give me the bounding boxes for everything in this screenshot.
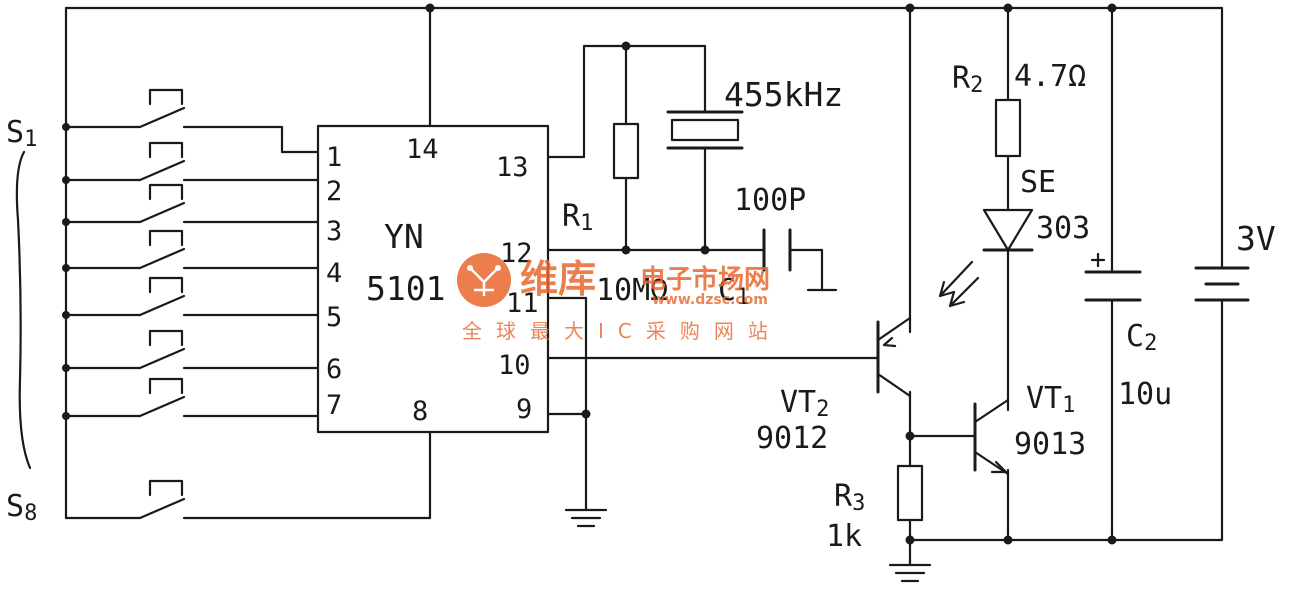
- switch-s6: [138, 329, 186, 370]
- switch-s1: [138, 88, 186, 129]
- wiring: [64, 6, 1224, 567]
- switch-bank: [15, 88, 186, 520]
- transistor-vt1: [973, 398, 1010, 476]
- resistor-r2: [994, 98, 1022, 158]
- resistor-r1: [612, 122, 640, 180]
- ic-pin-3: 3: [326, 216, 342, 247]
- capacitor-c2: [1084, 252, 1142, 302]
- ground-symbol-ic: [564, 508, 608, 528]
- watermark-site-cn: 电子市场网: [640, 264, 770, 295]
- watermark-logo: [457, 253, 511, 307]
- c2-label: C2: [1126, 319, 1157, 356]
- resistor-r3: [896, 464, 924, 522]
- switch-first-label: S1: [6, 115, 37, 152]
- vt2-label: VT2: [780, 385, 829, 422]
- led-se303: [982, 208, 1034, 252]
- ic-pin-8: 8: [412, 396, 428, 427]
- switch-last-label: S8: [6, 489, 37, 526]
- junction-dots: [62, 3, 1117, 545]
- r3-label: R3: [834, 479, 865, 516]
- ic-pin-7: 7: [326, 390, 342, 421]
- c2-value: 10u: [1118, 377, 1172, 412]
- battery-voltage: 3V: [1236, 219, 1276, 258]
- resonator-455khz: [666, 110, 744, 150]
- switch-range-bracket: [15, 150, 32, 470]
- ic-pin-4: 4: [326, 258, 342, 289]
- ic-pin-10: 10: [498, 350, 531, 381]
- ic-pin-13: 13: [496, 152, 529, 183]
- vt1-part: 9013: [1014, 427, 1086, 462]
- ic-pin-2: 2: [326, 176, 342, 207]
- switch-s3: [138, 183, 186, 224]
- capacitor-c1: [762, 228, 792, 272]
- transistor-vt2: [876, 316, 912, 398]
- led-label: SE: [1020, 165, 1056, 200]
- switch-s4: [138, 229, 186, 270]
- switch-s7: [138, 377, 186, 418]
- ic-pin-11: 11: [506, 288, 539, 319]
- led-part: 303: [1036, 211, 1090, 246]
- switch-s2: [138, 141, 186, 182]
- battery-3v: [1194, 266, 1250, 302]
- r2-label: R2: [952, 61, 983, 98]
- switch-s5: [138, 276, 186, 317]
- c1-label: C1: [718, 273, 749, 310]
- ic-pin-9: 9: [516, 394, 532, 425]
- ic-pin-6: 6: [326, 354, 342, 385]
- ic-body: [316, 124, 550, 434]
- resonator-frequency: 455kHz: [724, 75, 843, 114]
- ic-name: YN: [384, 217, 424, 256]
- ic-pin-5: 5: [326, 302, 342, 333]
- watermark-slogan: 全球最大IC采购网站: [462, 319, 782, 343]
- vt1-label: VT1: [1026, 381, 1075, 418]
- r1-label: R1: [562, 199, 593, 236]
- r1-value: 10MΩ: [596, 273, 668, 308]
- vt2-part: 9012: [756, 421, 828, 456]
- switch-s8: [138, 479, 186, 520]
- ic-part-number: 5101: [366, 269, 445, 308]
- watermark-url: www.dzsc.com: [652, 292, 768, 308]
- r2-value: 4.7Ω: [1014, 59, 1086, 94]
- watermark-brand: 维库: [520, 257, 596, 301]
- watermark: 维库 电子市场网 www.dzsc.com 全球最大IC采购网站: [457, 253, 782, 343]
- ir-emission-arrows: [938, 260, 980, 308]
- ic-pin-1: 1: [326, 142, 342, 173]
- r3-value: 1k: [826, 519, 862, 554]
- ic-pin-14: 14: [406, 134, 439, 165]
- ground-symbol-output: [888, 563, 932, 583]
- c1-value: 100P: [734, 183, 806, 218]
